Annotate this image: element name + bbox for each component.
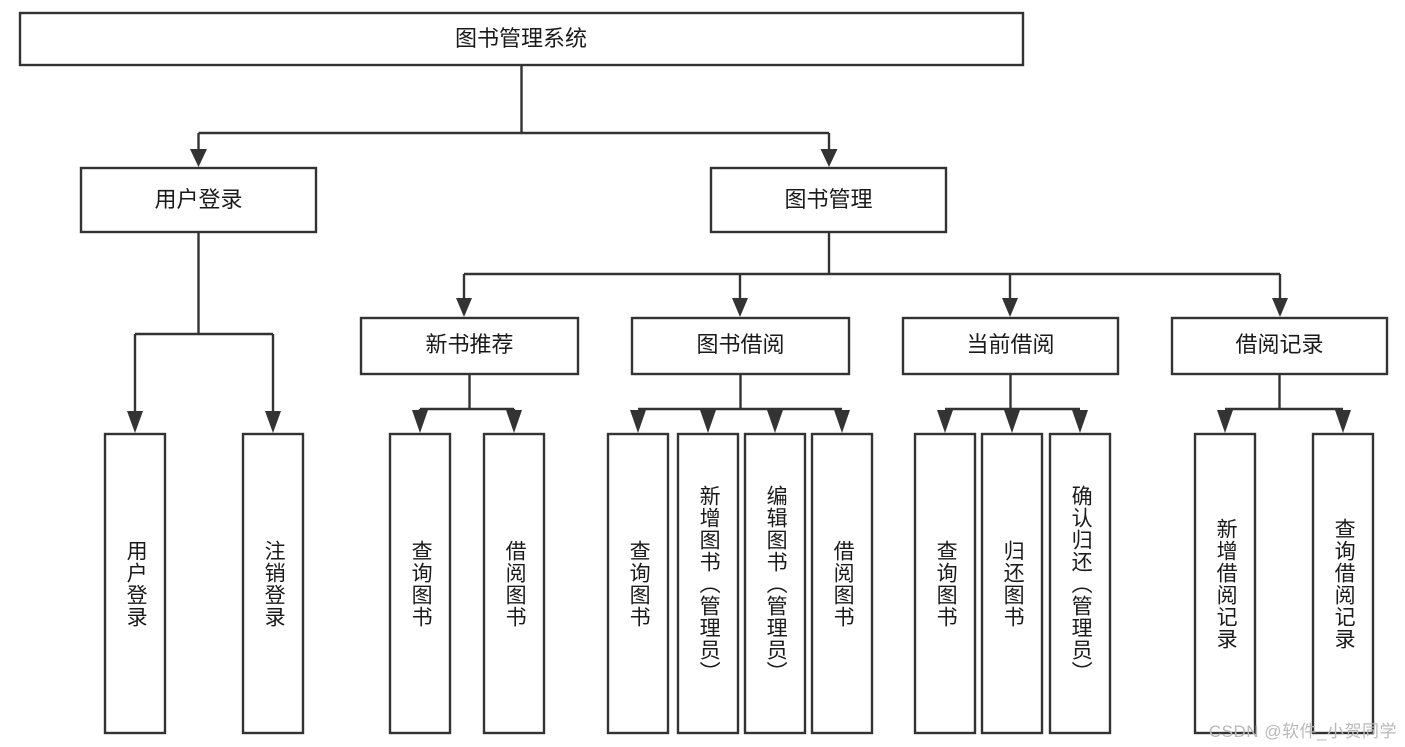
node-book-management[interactable]: 图书管理: [709, 166, 948, 234]
leaf-box[interactable]: [1193, 432, 1257, 735]
watermark-text: CSDN @软件_小贺同学: [1208, 722, 1397, 741]
leaf-box[interactable]: [1311, 432, 1375, 735]
node-borrow-record-box[interactable]: [1170, 316, 1389, 376]
arrow-head-to-bookmgmt: [820, 149, 838, 167]
node-current-borrow-label: 当前借阅: [966, 332, 1054, 357]
arrow-head-borrow-1: [630, 410, 646, 433]
arrow-head-current-1: [937, 410, 953, 433]
node-user-login[interactable]: 用户登录: [79, 166, 318, 234]
connector-group-newbook: [412, 374, 522, 433]
arrow-head-login-2: [265, 411, 281, 433]
leaf-box[interactable]: [103, 432, 167, 735]
node-book-borrow-label: 图书借阅: [696, 332, 784, 357]
leaf-box[interactable]: [606, 432, 670, 735]
connector-group-login: [127, 232, 281, 433]
arrow-head-record: [1272, 298, 1288, 317]
arrow-head-borrow: [732, 298, 748, 317]
leaf-box[interactable]: [1048, 432, 1112, 735]
node-book-management-box[interactable]: [709, 166, 948, 234]
node-current-borrow-box[interactable]: [901, 316, 1120, 376]
arrow-head-to-login: [190, 149, 207, 167]
leaf-box[interactable]: [241, 432, 305, 735]
node-root-box[interactable]: [18, 11, 1025, 67]
arrow-head-current-3: [1072, 410, 1088, 433]
arrow-head-current-2: [1004, 410, 1020, 433]
node-book-borrow[interactable]: 图书借阅: [630, 316, 851, 376]
arrow-head-borrow-4: [834, 410, 850, 433]
arrow-head-login-1: [127, 411, 143, 433]
arrow-head-record-2: [1335, 410, 1351, 433]
leaf-box[interactable]: [913, 432, 977, 735]
arrow-head-newbook-2: [506, 410, 522, 433]
node-new-book-recommend-box[interactable]: [359, 316, 580, 376]
node-user-login-label: 用户登录: [154, 187, 242, 212]
arrow-head-newbook-1: [412, 410, 428, 433]
node-borrow-record-label: 借阅记录: [1235, 332, 1323, 357]
arrow-head-record-1: [1217, 410, 1233, 433]
arrow-head-borrow-2: [700, 410, 716, 433]
node-root-label: 图书管理系统: [455, 26, 587, 51]
connector-group-record: [1217, 374, 1351, 433]
node-borrow-record[interactable]: 借阅记录: [1170, 316, 1389, 376]
connector-group-borrow: [630, 374, 850, 433]
arrow-head-current: [1002, 298, 1018, 317]
arrow-head-borrow-3: [767, 410, 783, 433]
node-book-borrow-box[interactable]: [630, 316, 851, 376]
connector-group-bookmgmt: [456, 232, 1288, 317]
leaf-box[interactable]: [388, 432, 452, 735]
node-new-book-recommend[interactable]: 新书推荐: [359, 316, 580, 376]
node-user-login-box[interactable]: [79, 166, 318, 234]
leaf-rect-group: [103, 432, 1375, 735]
leaf-box[interactable]: [482, 432, 546, 735]
connector-group-current: [937, 374, 1088, 433]
leaf-box[interactable]: [743, 432, 807, 735]
leaf-box[interactable]: [980, 432, 1044, 735]
connector-group-root: [190, 65, 838, 167]
node-book-management-label: 图书管理: [784, 187, 872, 212]
arrow-head-newbook: [456, 298, 472, 317]
leaf-box[interactable]: [676, 432, 740, 735]
node-root[interactable]: 图书管理系统: [18, 11, 1025, 67]
leaf-box[interactable]: [810, 432, 874, 735]
node-current-borrow[interactable]: 当前借阅: [901, 316, 1120, 376]
node-new-book-recommend-label: 新书推荐: [425, 332, 513, 357]
